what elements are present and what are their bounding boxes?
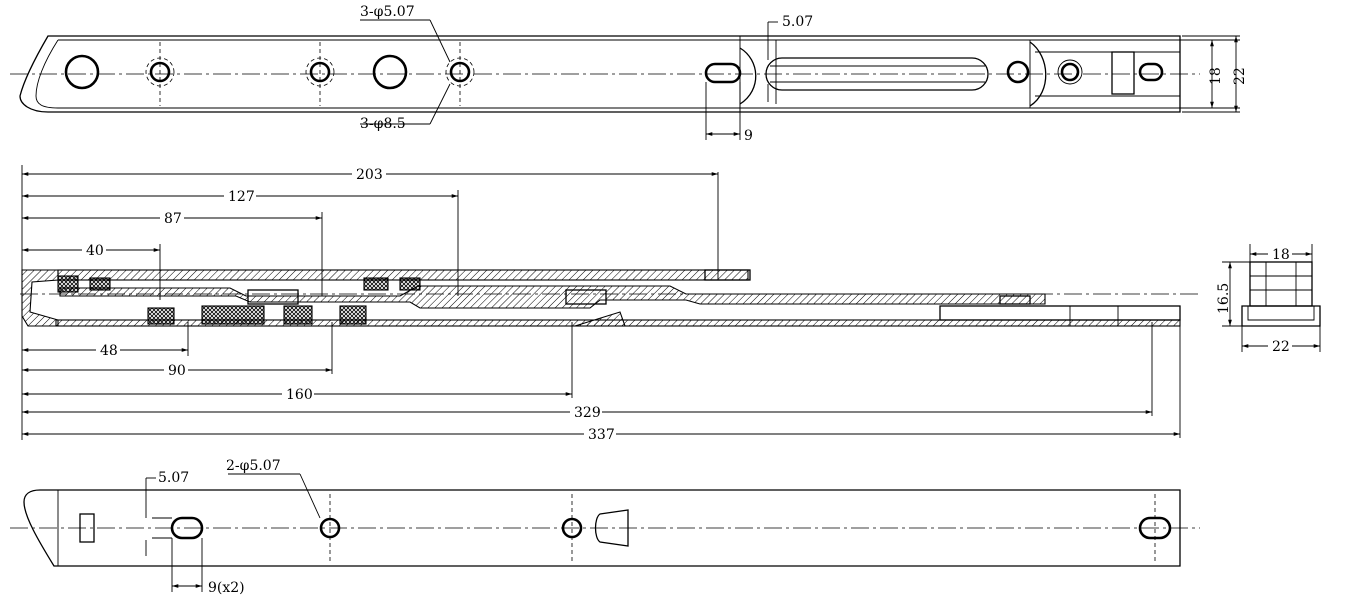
slider-pad [147,307,175,325]
dim-337: 337 [588,427,615,443]
dim-90: 90 [168,363,186,379]
width-outer-label: 22 [1232,67,1248,85]
end-slot-icon [1138,62,1164,82]
slider-pad [89,277,111,291]
section-view: 203 127 87 40 48 90 160 329 337 [20,165,1200,443]
top-view: 3-φ5.07 3-φ8.5 5.07 9 18 22 [10,4,1248,144]
holes-a-label: 3-φ5.07 [360,4,415,20]
slot-length-label: 9 [744,128,753,144]
dim-160: 160 [286,387,313,403]
slot-width-label: 5.07 [782,14,813,30]
short-slot-icon [170,516,204,540]
top-view-inner-edge [35,39,59,109]
hole-icon [1006,60,1030,84]
dim-329: 329 [574,405,601,421]
holes-b-label: 3-φ8.5 [360,116,406,132]
square-slot-icon [79,513,95,543]
large-hole-icon [64,54,100,90]
tapered-slot-icon [594,509,629,547]
slider-pad [339,305,367,325]
slider-pad [57,275,79,293]
large-hole-icon [372,54,408,90]
end-view: 18 16.5 22 [1216,244,1321,355]
slider-pad [283,305,313,325]
end-view-block [1249,261,1313,307]
end-height-label: 16.5 [1216,283,1232,314]
top-view-outline [19,35,1181,113]
slider-pad [201,305,265,325]
slider-pad [363,277,389,291]
slider-pad [399,277,421,291]
end-top-width-label: 18 [1272,247,1290,263]
section-middle-rail [59,285,1046,309]
bottom-slot-length-label: 9(x2) [208,580,245,596]
bottom-view: 5.07 2-φ5.07 9(x2) [10,458,1200,596]
bottom-view-outline [23,489,1181,567]
bottom-holes-label: 2-φ5.07 [226,458,281,474]
end-bottom-width-label: 22 [1272,339,1290,355]
dim-87: 87 [164,211,182,227]
dim-203: 203 [356,167,383,183]
long-slot-icon [765,57,989,91]
dim-48: 48 [100,343,118,359]
short-slot-icon [704,62,742,84]
hole-icon [1060,62,1080,82]
width-inner-label: 18 [1208,67,1224,85]
dim-127: 127 [228,189,255,205]
bottom-slot-width-label: 5.07 [158,470,189,486]
end-view-channel [1241,305,1321,327]
section-end-cap [21,269,59,327]
dim-40: 40 [86,243,104,259]
